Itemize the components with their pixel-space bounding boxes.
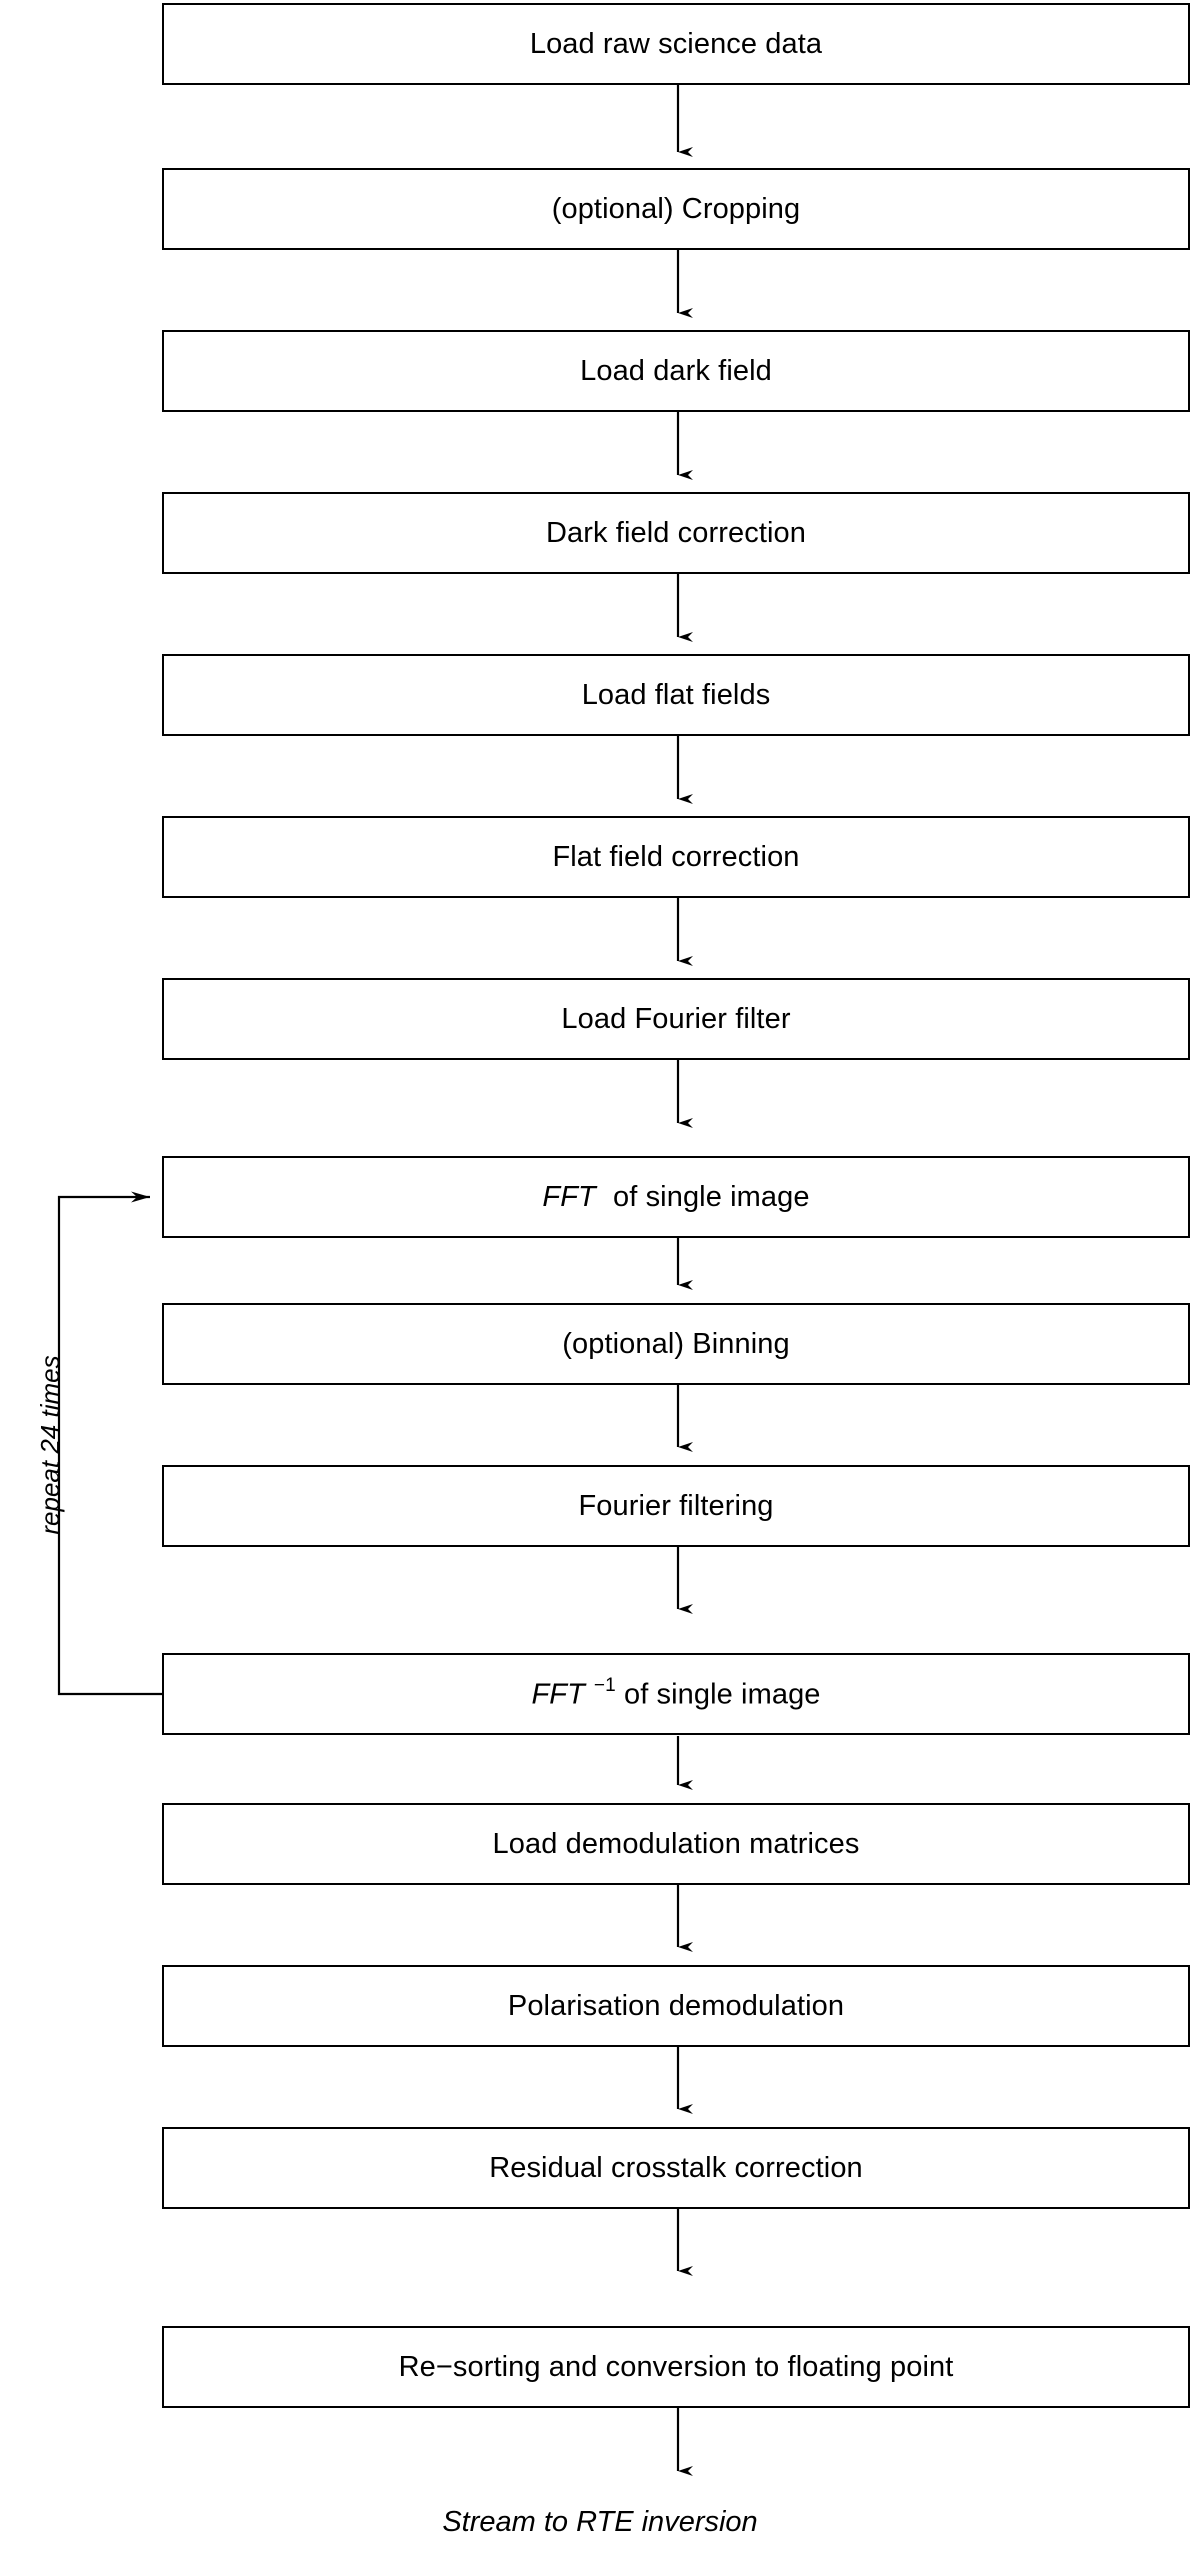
node-label: FFT of single image — [542, 1180, 810, 1213]
node-label: Fourier filtering — [578, 1489, 774, 1522]
fft-italic-token: FFT — [542, 1180, 596, 1213]
node-re-sorting-and-conversion[interactable]: Re−sorting and conversion to floating po… — [162, 2326, 1190, 2408]
feedback-loop-path — [57, 1191, 162, 1696]
node-label: FFT −1 of single image — [531, 1675, 821, 1711]
node-label: Polarisation demodulation — [507, 1989, 845, 2022]
node-label: Load Fourier filter — [561, 1002, 791, 1035]
fft-inverse-superscript: −1 — [593, 1675, 616, 1697]
node-inverse-fft-of-single-image[interactable]: FFT −1 of single image — [162, 1653, 1190, 1735]
node-label: Re−sorting and conversion to floating po… — [398, 2350, 954, 2383]
node-label: Load demodulation matrices — [492, 1827, 860, 1860]
node-optional-cropping[interactable]: (optional) Cropping — [162, 168, 1190, 250]
node-label: Load dark field — [580, 354, 772, 387]
node-dark-field-correction[interactable]: Dark field correction — [162, 492, 1190, 574]
node-flat-field-correction[interactable]: Flat field correction — [162, 816, 1190, 898]
node-label: (optional) Binning — [562, 1327, 790, 1360]
node-residual-crosstalk-correction[interactable]: Residual crosstalk correction — [162, 2127, 1190, 2209]
node-label: Load flat fields — [581, 678, 771, 711]
node-load-dark-field[interactable]: Load dark field — [162, 330, 1190, 412]
node-label: Load raw science data — [529, 27, 823, 60]
node-load-fourier-filter[interactable]: Load Fourier filter — [162, 978, 1190, 1060]
node-label: Dark field correction — [546, 516, 806, 549]
fft-inverse-label-rest: of single image — [623, 1678, 821, 1711]
node-load-demodulation-matrices[interactable]: Load demodulation matrices — [162, 1803, 1190, 1885]
terminal-stream-to-rte-inversion: Stream to RTE inversion — [442, 2506, 758, 2538]
node-load-flat-fields[interactable]: Load flat fields — [162, 654, 1190, 736]
node-fourier-filtering[interactable]: Fourier filtering — [162, 1465, 1190, 1547]
node-fft-of-single-image[interactable]: FFT of single image — [162, 1156, 1190, 1238]
node-label: Residual crosstalk correction — [489, 2151, 863, 2184]
fft-label-rest: of single image — [613, 1180, 810, 1213]
node-label: Flat field correction — [552, 840, 800, 873]
node-polarisation-demodulation[interactable]: Polarisation demodulation — [162, 1965, 1190, 2047]
node-load-raw-science-data[interactable]: Load raw science data — [162, 3, 1190, 85]
fft-inverse-italic-token: FFT — [531, 1678, 585, 1711]
node-optional-binning[interactable]: (optional) Binning — [162, 1303, 1190, 1385]
node-label: (optional) Cropping — [551, 192, 801, 225]
loop-label-repeat-24-times: repeat 24 times — [35, 1355, 65, 1535]
